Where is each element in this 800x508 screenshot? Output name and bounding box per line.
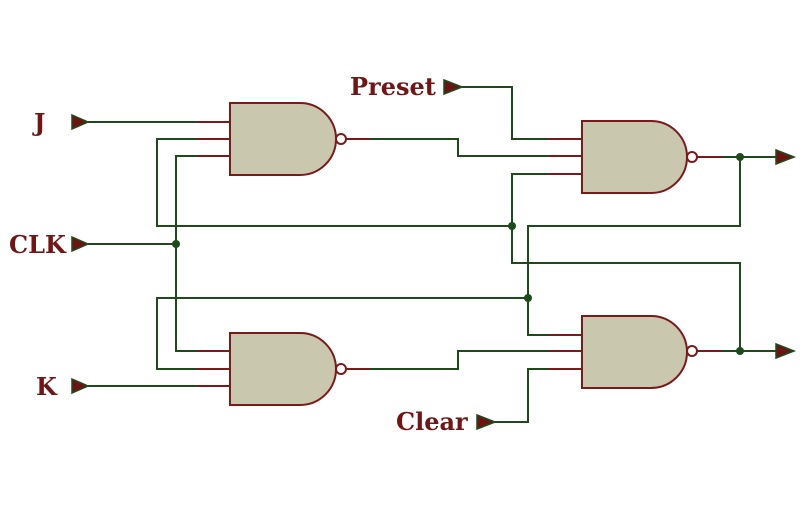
q-output-arrow-icon: [775, 148, 797, 166]
clk-terminal-icon: [71, 235, 90, 253]
nand-gate-q-bar: [548, 315, 722, 389]
terminals: [71, 78, 797, 431]
clear-label: Clear: [396, 407, 468, 436]
nand-gate-j: [197, 102, 370, 176]
junction-dot: [736, 347, 744, 355]
k-label: K: [36, 372, 58, 401]
preset-label: Preset: [350, 72, 436, 101]
k-terminal-icon: [71, 377, 90, 395]
junction-dot: [736, 153, 744, 161]
clk-label: CLK: [9, 230, 67, 259]
nand-gate-q: [548, 120, 722, 194]
q-bar-output-arrow-icon: [775, 342, 797, 360]
clear-terminal-icon: [476, 413, 498, 431]
junction-dot: [524, 294, 532, 302]
nand-gate-k: [197, 332, 370, 406]
wires: [88, 86, 778, 423]
preset-terminal-icon: [443, 78, 465, 96]
labels: J CLK K Preset Clear: [9, 72, 468, 436]
junction-dot: [172, 240, 180, 248]
j-label: J: [32, 108, 45, 137]
junctions: [172, 153, 744, 355]
junction-dot: [508, 222, 516, 230]
j-terminal-icon: [71, 113, 90, 131]
